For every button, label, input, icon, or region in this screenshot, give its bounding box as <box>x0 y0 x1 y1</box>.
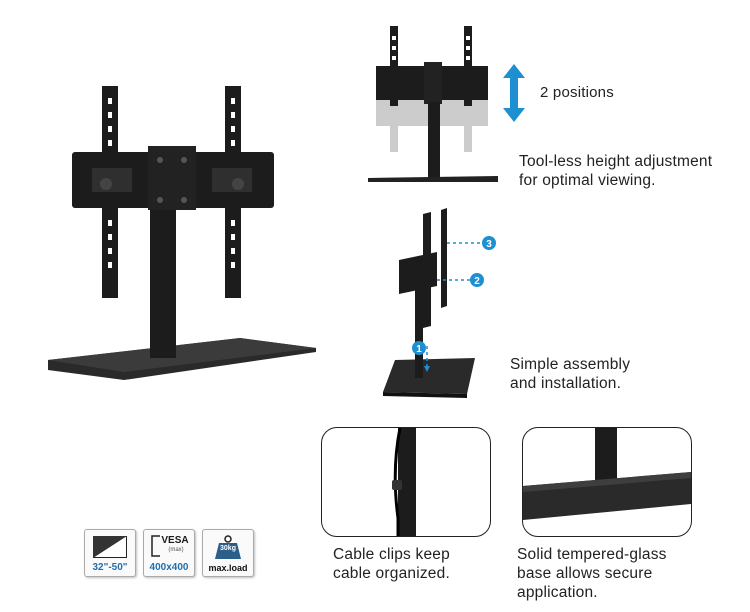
max-load-weight: 30kg <box>220 545 236 552</box>
vesa-icon <box>151 535 160 557</box>
assembly-line-1: Simple assembly <box>510 356 631 373</box>
assembly-caption: Simple assembly and installation. <box>510 355 630 393</box>
vesa-badge: VESA (max) 400x400 <box>143 529 195 577</box>
step-3-badge: 3 <box>486 239 492 250</box>
vesa-max: (max) <box>168 547 184 553</box>
max-load-label: max.load <box>208 563 248 573</box>
glass-line-3: application. <box>517 584 598 601</box>
glass-base-inset <box>522 427 692 537</box>
assembly-illustration: 3 2 1 <box>383 208 496 398</box>
step-1-badge: 1 <box>416 344 422 355</box>
cable-line-2: cable organized. <box>333 565 450 582</box>
cable-clip-inset <box>321 427 491 537</box>
cable-caption: Cable clips keep cable organized. <box>333 545 450 583</box>
screen-size-text: 32"-50" <box>92 562 128 573</box>
step-2-badge: 2 <box>474 276 480 287</box>
height-adjust-line-2: for optimal viewing. <box>519 172 656 189</box>
cable-clip-image <box>392 428 416 536</box>
height-adjust-line-1: Tool-less height adjustment <box>519 153 713 170</box>
height-arrow-icon <box>503 64 525 122</box>
weight-icon <box>215 535 241 559</box>
glass-line-2: base allows secure <box>517 565 653 582</box>
max-load-badge: 30kg max.load <box>202 529 254 577</box>
screen-size-icon <box>93 536 127 558</box>
main-stand-illustration <box>48 86 316 380</box>
glass-base-image <box>523 428 691 520</box>
cable-line-1: Cable clips keep <box>333 546 450 563</box>
glass-caption: Solid tempered-glass base allows secure … <box>517 545 667 602</box>
positions-label: 2 positions <box>540 84 614 101</box>
glass-line-1: Solid tempered-glass <box>517 546 667 563</box>
vesa-title: VESA <box>161 535 189 546</box>
height-adjust-caption: Tool-less height adjustment for optimal … <box>519 152 712 190</box>
vesa-value: 400x400 <box>149 562 189 573</box>
screen-size-badge: 32"-50" <box>84 529 136 577</box>
assembly-line-2: and installation. <box>510 375 622 392</box>
height-adjust-illustration <box>368 26 498 182</box>
